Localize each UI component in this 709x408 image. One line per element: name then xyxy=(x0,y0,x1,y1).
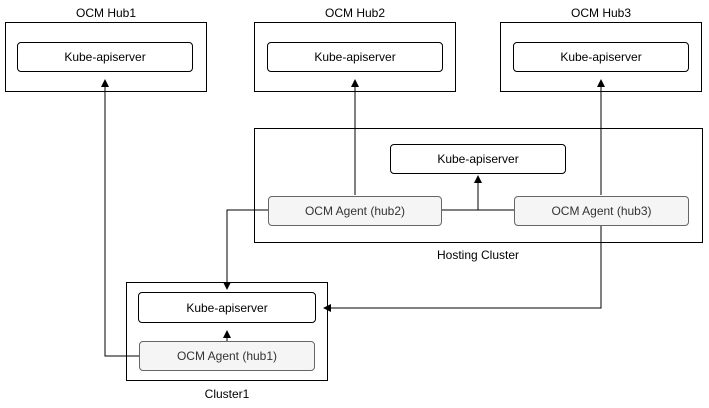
hub2-title: OCM Hub2 xyxy=(324,6,386,20)
cluster1-container xyxy=(126,282,328,381)
agent-hub2-node[interactable]: OCM Agent (hub2) xyxy=(268,196,442,226)
agent-hub1-node[interactable]: OCM Agent (hub1) xyxy=(139,341,315,371)
cluster1-title: Cluster1 xyxy=(204,387,250,401)
hub2-apiserver[interactable]: Kube-apiserver xyxy=(267,42,443,72)
hub1-apiserver[interactable]: Kube-apiserver xyxy=(17,42,193,72)
agent-hub3-node[interactable]: OCM Agent (hub3) xyxy=(514,196,689,226)
hosting-apiserver[interactable]: Kube-apiserver xyxy=(390,144,566,174)
hub3-container xyxy=(500,22,702,92)
hub2-container xyxy=(254,22,456,92)
hub3-title: OCM Hub3 xyxy=(570,6,632,20)
cluster1-apiserver[interactable]: Kube-apiserver xyxy=(138,292,316,323)
hub1-title: OCM Hub1 xyxy=(75,6,137,20)
hosting-cluster-title: Hosting Cluster xyxy=(436,248,520,262)
hub3-apiserver[interactable]: Kube-apiserver xyxy=(513,42,689,72)
hub1-container xyxy=(5,22,207,92)
hosting-cluster-container xyxy=(254,128,703,243)
